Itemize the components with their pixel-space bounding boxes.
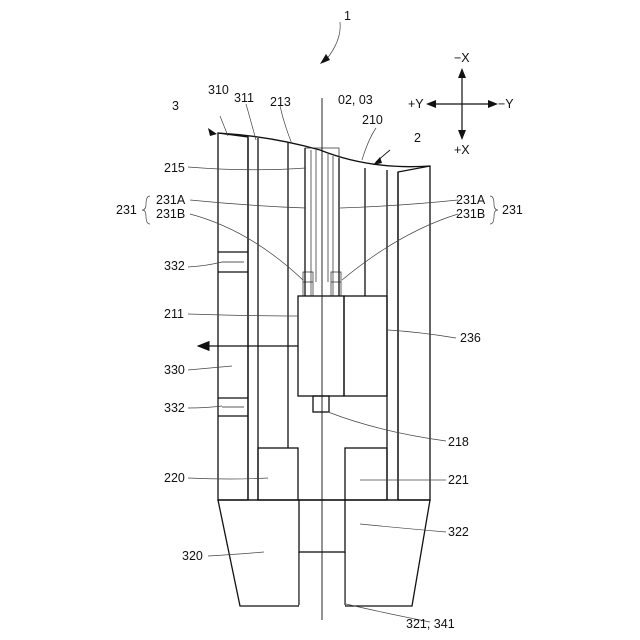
- label-231-right: 231: [502, 203, 523, 217]
- top-edge: [218, 133, 430, 167]
- label-221: 221: [448, 473, 469, 487]
- block-220: [258, 448, 298, 500]
- label-320: 320: [182, 549, 203, 563]
- figure-number: 1: [344, 9, 351, 23]
- label-321-341: 321, 341: [406, 617, 455, 631]
- leader-lines: [188, 104, 458, 622]
- coordinate-axes: [426, 68, 498, 140]
- label-210: 210: [362, 113, 383, 127]
- label-236: 236: [460, 331, 481, 345]
- axis-label-plus-x: +X: [454, 143, 470, 157]
- label-231B-left: 231B: [156, 207, 185, 221]
- label-220: 220: [164, 471, 185, 485]
- label-311: 311: [234, 91, 254, 105]
- label-322: 322: [448, 525, 469, 539]
- label-231B-right: 231B: [456, 207, 485, 221]
- block-236: [344, 296, 387, 396]
- label-211: 211: [164, 307, 184, 321]
- port-332-top: [218, 252, 248, 272]
- outer-wall-right: [398, 166, 430, 500]
- pointer-1: [326, 22, 340, 60]
- block-221: [345, 448, 387, 500]
- label-332-top: 332: [164, 259, 185, 273]
- inner-tubes: [248, 137, 398, 500]
- pin-218: [313, 396, 329, 412]
- port-332-bottom: [218, 398, 248, 416]
- brace-231-left: [142, 196, 150, 224]
- axis-label-minus-y: −Y: [498, 97, 514, 111]
- axis-label-plus-y: +Y: [408, 97, 424, 111]
- pointer-3: [208, 128, 217, 136]
- block-211: [298, 296, 344, 396]
- label-231-left: 231: [116, 203, 137, 217]
- brace-231-right: [490, 196, 498, 224]
- outer-wall-left: [218, 133, 248, 500]
- label-02-03: 02, 03: [338, 93, 373, 107]
- label-2: 2: [414, 131, 421, 145]
- label-310: 310: [208, 83, 229, 97]
- pointer-1-head: [320, 54, 330, 64]
- label-330: 330: [164, 363, 185, 377]
- label-218: 218: [448, 435, 469, 449]
- axis-label-minus-x: −X: [454, 51, 470, 65]
- label-3: 3: [172, 99, 179, 113]
- label-213: 213: [270, 95, 291, 109]
- label-215: 215: [164, 161, 185, 175]
- label-332-bottom: 332: [164, 401, 185, 415]
- label-231A-right: 231A: [456, 193, 486, 207]
- label-231A-left: 231A: [156, 193, 186, 207]
